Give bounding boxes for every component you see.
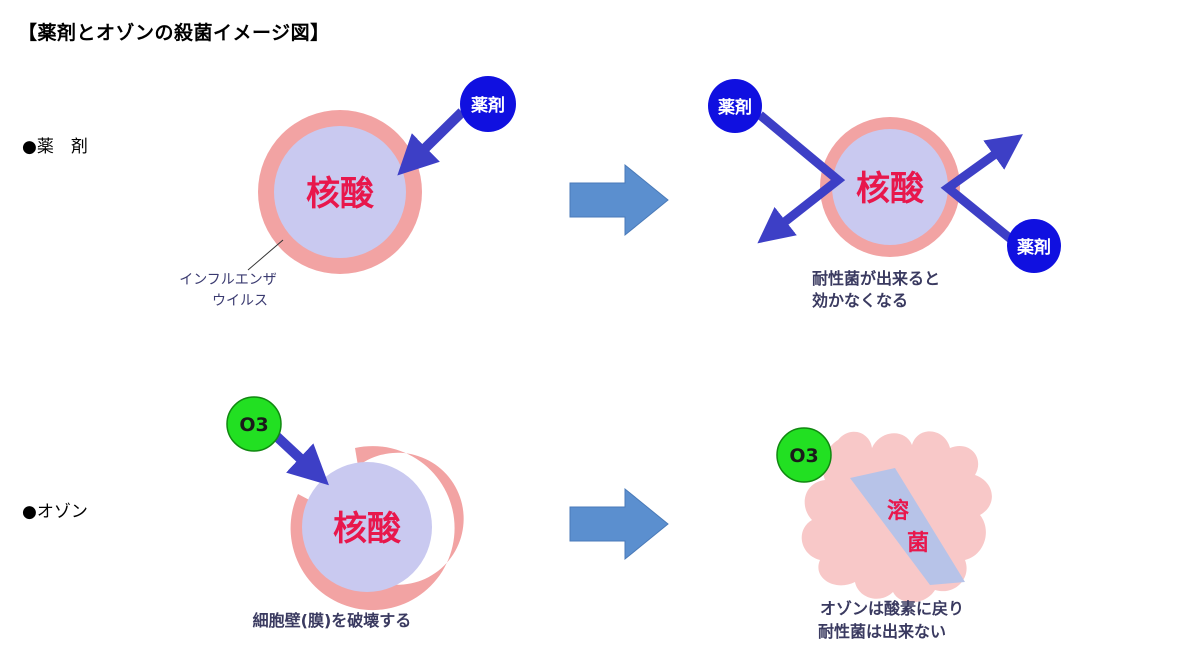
dissolve-label-1: 溶 <box>887 498 909 524</box>
row-label-drug: ●薬 剤 <box>22 137 88 157</box>
nucleus-circle <box>302 462 432 592</box>
dissolve-label-2: 菌 <box>907 531 929 556</box>
virus-cell-drug-left: 核酸 <box>258 110 422 274</box>
drug-badge-circle <box>708 79 762 133</box>
nucleus-fragment <box>850 468 965 585</box>
flow-arrow-top <box>569 163 669 237</box>
nucleus-label: 核酸 <box>856 169 925 209</box>
resistant-caption-line1: 耐性菌が出来ると <box>812 269 940 288</box>
ozone-caption-line1: オゾンは酸素に戻り <box>820 599 964 618</box>
drug-attack-arrow <box>397 108 466 176</box>
page-title: 【薬剤とオゾンの殺菌イメージ図】 <box>18 22 330 44</box>
virus-caption-line1: インフルエンザ <box>179 272 277 288</box>
ozone-badge-right: O3 <box>776 427 832 483</box>
drug-badge-top-right: 薬剤 <box>708 79 762 133</box>
dissolved-cell-debris <box>801 431 992 603</box>
drug-badge-circle <box>460 76 516 132</box>
ozone-badge-label: O3 <box>789 445 818 467</box>
ozone-attack-arrow <box>270 430 329 486</box>
ozone-badge-circle <box>226 396 282 452</box>
drug-badge-label: 薬剤 <box>471 95 505 116</box>
nucleus-circle <box>274 126 406 258</box>
virus-caption-line2: ウイルス <box>212 293 268 309</box>
drug-badge-label: 薬剤 <box>718 97 752 118</box>
ozone-badge-left: O3 <box>226 396 282 452</box>
ozone-badge-label: O3 <box>239 414 268 436</box>
deflected-drug-arrow-left <box>757 111 846 244</box>
nucleus-circle <box>832 129 948 245</box>
row-label-ozone: ●オゾン <box>22 502 88 522</box>
nucleus-label: 核酸 <box>306 174 375 214</box>
drug-badge-left: 薬剤 <box>460 76 516 132</box>
ozone-badge-circle <box>776 427 832 483</box>
virus-cell-drug-right: 核酸 <box>820 117 960 257</box>
virus-cell-ozone-left: 核酸 <box>290 446 464 611</box>
caption-pointer-line <box>247 239 284 271</box>
deflected-drug-arrow-right <box>940 134 1023 244</box>
cell-wall-caption: 細胞壁(膜)を破壊する <box>253 611 412 630</box>
drug-badge-label: 薬剤 <box>1017 237 1051 258</box>
drug-badge-circle <box>1007 219 1061 273</box>
nucleus-label: 核酸 <box>333 509 402 549</box>
flow-arrow-bottom <box>569 487 669 561</box>
resistant-caption-line2: 効かなくなる <box>812 291 908 310</box>
drug-badge-bottom-right: 薬剤 <box>1007 219 1061 273</box>
ozone-caption-line2: 耐性菌は出来ない <box>818 622 946 641</box>
